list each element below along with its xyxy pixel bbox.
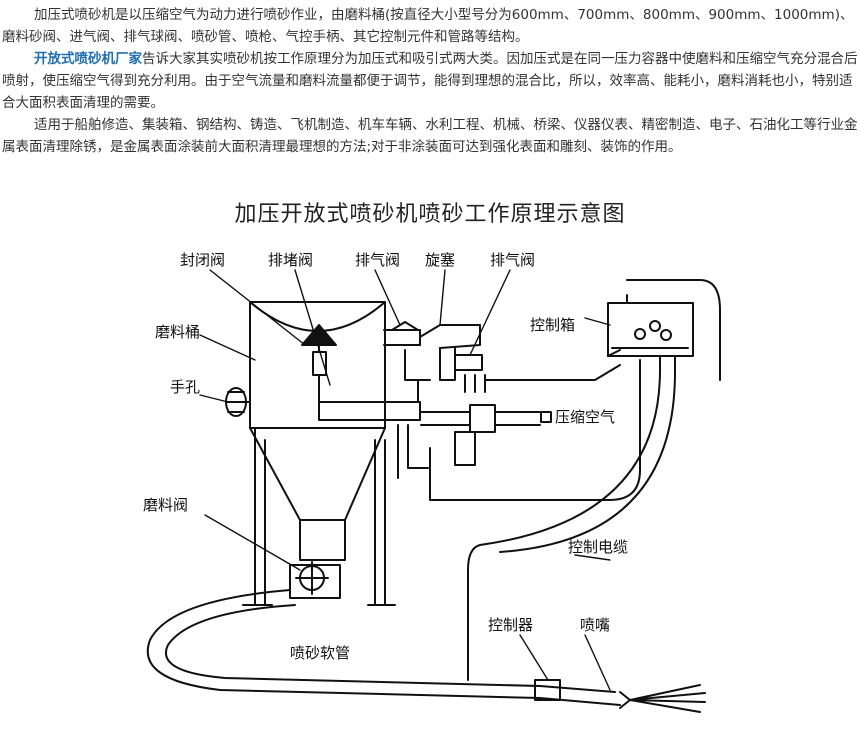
label-control-cable: 控制电缆 (568, 538, 628, 556)
abrasive-valve-shape (289, 519, 346, 599)
label-abrasive-valve: 磨料阀 (143, 496, 188, 514)
diagram-labels: 封闭阀 排堵阀 排气阀 旋塞 排气阀 磨料桶 手孔 控制箱 压缩空气 磨料阀 控… (143, 251, 628, 662)
label-hand-hole: 手孔 (170, 378, 200, 396)
label-nozzle: 喷嘴 (580, 616, 610, 634)
leader-lines (199, 269, 611, 691)
paragraph-2: 开放式喷砂机厂家告诉大家其实喷砂机按工作原理分为加压式和吸引式两大类。因加压式是… (0, 48, 860, 114)
hand-hole-shape (225, 387, 251, 417)
label-exhaust-valve-2: 排气阀 (490, 251, 535, 269)
paragraph-1: 加压式喷砂机是以压缩空气为动力进行喷砂作业，由磨料桶(按直径大小型号分为600m… (2, 7, 854, 45)
label-plug-valve: 排堵阀 (268, 251, 313, 269)
paragraph-2-text: 告诉大家其实喷砂机按工作原理分为加压式和吸引式两大类。因加压式是在同一压力容器中… (2, 51, 858, 111)
label-controller: 控制器 (488, 616, 533, 634)
blast-hose-shape (146, 589, 621, 706)
label-seal-valve: 封闭阀 (180, 251, 225, 269)
label-exhaust-valve-1: 排气阀 (355, 251, 400, 269)
article-text: 加压式喷砂机是以压缩空气为动力进行喷砂作业，由磨料桶(按直径大小型号分为600m… (0, 4, 860, 158)
paragraph-3: 适用于船舶修造、集装箱、钢结构、铸造、飞机制造、机车车辆、水利工程、机械、桥梁、… (2, 117, 858, 155)
diagram-title: 加压开放式喷砂机喷砂工作原理示意图 (234, 202, 626, 227)
control-box-shape (607, 294, 694, 373)
label-control-box: 控制箱 (530, 316, 575, 334)
label-blast-hose: 喷砂软管 (290, 644, 350, 662)
label-spool: 旋塞 (425, 251, 455, 269)
pipework (318, 321, 552, 479)
manufacturer-link[interactable]: 开放式喷砂机厂家 (34, 51, 142, 67)
nozzle-spray (619, 684, 706, 713)
label-abrasive-tank: 磨料桶 (155, 323, 200, 341)
control-cables (429, 279, 721, 681)
label-compressed-air: 压缩空气 (555, 408, 615, 426)
